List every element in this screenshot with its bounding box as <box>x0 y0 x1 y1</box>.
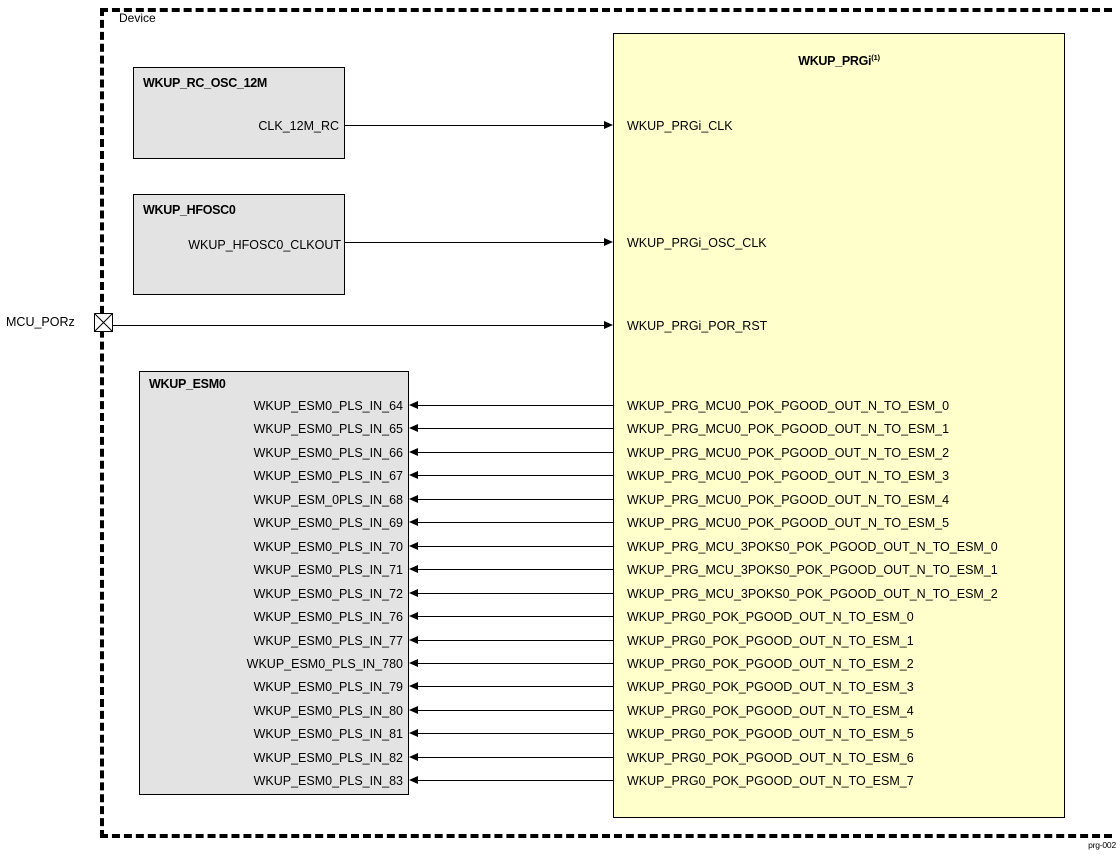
port-label-prgi-out-13: WKUP_PRG0_POK_PGOOD_OUT_N_TO_ESM_4 <box>627 703 914 718</box>
port-label-prgi-out-2: WKUP_PRG_MCU0_POK_PGOOD_OUT_N_TO_ESM_2 <box>627 445 950 460</box>
block-title-prgi-superscript: (1) <box>871 53 880 62</box>
wire-prgi-to-esm0-15 <box>418 757 613 758</box>
port-label-esm0-11: WKUP_ESM0_PLS_IN_780 <box>246 656 403 671</box>
block-wkup-rc-osc-12m: WKUP_RC_OSC_12M CLK_12M_RC <box>133 67 345 159</box>
wire-hfosc0-clkout <box>345 242 604 243</box>
port-label-prgi-clk: WKUP_PRGi_CLK <box>627 119 733 133</box>
arrowhead-esm0-in-15 <box>409 753 418 761</box>
port-label-prgi-out-4: WKUP_PRG_MCU0_POK_PGOOD_OUT_N_TO_ESM_4 <box>627 492 950 507</box>
wire-prgi-to-esm0-4 <box>418 499 613 500</box>
wire-mcu-porz <box>113 325 604 326</box>
arrowhead-esm0-in-8 <box>409 589 418 597</box>
port-label-esm0-4: WKUP_ESM_0PLS_IN_68 <box>253 492 403 507</box>
port-label-prgi-out-10: WKUP_PRG0_POK_PGOOD_OUT_N_TO_ESM_1 <box>627 633 914 648</box>
arrowhead-esm0-in-1 <box>409 424 418 432</box>
port-label-prgi-out-9: WKUP_PRG0_POK_PGOOD_OUT_N_TO_ESM_0 <box>627 610 914 625</box>
block-title-prgi-text: WKUP_PRGi <box>798 54 872 69</box>
arrowhead-esm0-in-7 <box>409 565 418 573</box>
port-label-prgi-out-16: WKUP_PRG0_POK_PGOOD_OUT_N_TO_ESM_7 <box>627 774 914 789</box>
arrowhead-esm0-in-10 <box>409 636 418 644</box>
figure-caption: prg-002 <box>1088 840 1116 850</box>
arrowhead-esm0-in-5 <box>409 518 418 526</box>
arrowhead-esm0-in-0 <box>409 401 418 409</box>
arrowhead-esm0-in-9 <box>409 612 418 620</box>
wire-prgi-to-esm0-11 <box>418 663 613 664</box>
port-label-prgi-out-11: WKUP_PRG0_POK_PGOOD_OUT_N_TO_ESM_2 <box>627 656 914 671</box>
arrowhead-esm0-in-2 <box>409 448 418 456</box>
block-title-rc-osc: WKUP_RC_OSC_12M <box>143 76 268 90</box>
wire-prgi-to-esm0-2 <box>418 452 613 453</box>
port-label-esm0-13: WKUP_ESM0_PLS_IN_80 <box>253 703 403 718</box>
wire-clk-12m-rc <box>345 125 604 126</box>
wire-prgi-to-esm0-13 <box>418 710 613 711</box>
port-label-clk-12m-rc: CLK_12M_RC <box>258 119 339 133</box>
port-label-esm0-6: WKUP_ESM0_PLS_IN_70 <box>253 539 403 554</box>
port-label-esm0-7: WKUP_ESM0_PLS_IN_71 <box>253 563 403 578</box>
wire-prgi-to-esm0-14 <box>418 733 613 734</box>
wire-prgi-to-esm0-5 <box>418 522 613 523</box>
port-label-prgi-por-rst: WKUP_PRGi_POR_RST <box>627 319 768 333</box>
port-label-prgi-out-6: WKUP_PRG_MCU_3POKS0_POK_PGOOD_OUT_N_TO_E… <box>627 539 998 554</box>
arrowhead-esm0-in-6 <box>409 542 418 550</box>
port-label-hfosc0-clkout: WKUP_HFOSC0_CLKOUT <box>188 238 341 252</box>
block-wkup-prgi: WKUP_PRGi(1) WKUP_PRGi_CLK WKUP_PRGi_OSC… <box>613 33 1065 818</box>
device-boundary <box>100 8 1112 838</box>
port-label-prgi-osc-clk: WKUP_PRGi_OSC_CLK <box>627 236 767 250</box>
port-label-prgi-out-1: WKUP_PRG_MCU0_POK_PGOOD_OUT_N_TO_ESM_1 <box>627 422 950 437</box>
port-label-esm0-5: WKUP_ESM0_PLS_IN_69 <box>253 516 403 531</box>
block-wkup-hfosc0: WKUP_HFOSC0 WKUP_HFOSC0_CLKOUT <box>133 194 345 295</box>
wire-prgi-to-esm0-1 <box>418 428 613 429</box>
port-label-prgi-out-14: WKUP_PRG0_POK_PGOOD_OUT_N_TO_ESM_5 <box>627 727 914 742</box>
arrowhead-esm0-in-12 <box>409 682 418 690</box>
port-label-esm0-1: WKUP_ESM0_PLS_IN_65 <box>253 422 403 437</box>
port-label-prgi-out-0: WKUP_PRG_MCU0_POK_PGOOD_OUT_N_TO_ESM_0 <box>627 399 950 413</box>
block-title-hfosc0: WKUP_HFOSC0 <box>143 203 236 217</box>
port-label-esm0-8: WKUP_ESM0_PLS_IN_72 <box>253 586 403 601</box>
wire-prgi-to-esm0-12 <box>418 686 613 687</box>
wire-prgi-to-esm0-16 <box>418 780 613 781</box>
port-label-esm0-12: WKUP_ESM0_PLS_IN_79 <box>253 680 403 695</box>
wire-prgi-to-esm0-3 <box>418 475 613 476</box>
port-label-esm0-2: WKUP_ESM0_PLS_IN_66 <box>253 445 403 460</box>
arrowhead-esm0-in-3 <box>409 471 418 479</box>
port-label-prgi-out-12: WKUP_PRG0_POK_PGOOD_OUT_N_TO_ESM_3 <box>627 680 914 695</box>
arrowhead-esm0-in-11 <box>409 659 418 667</box>
arrowhead-prgi-clk <box>604 121 613 129</box>
crossed-square-pad-icon <box>94 313 113 332</box>
port-label-prgi-out-8: WKUP_PRG_MCU_3POKS0_POK_PGOOD_OUT_N_TO_E… <box>627 586 998 601</box>
device-label: Device <box>119 11 156 25</box>
port-label-esm0-9: WKUP_ESM0_PLS_IN_76 <box>253 610 403 625</box>
port-label-prgi-out-5: WKUP_PRG_MCU0_POK_PGOOD_OUT_N_TO_ESM_5 <box>627 516 950 531</box>
port-label-prgi-out-3: WKUP_PRG_MCU0_POK_PGOOD_OUT_N_TO_ESM_3 <box>627 469 950 484</box>
wire-prgi-to-esm0-10 <box>418 640 613 641</box>
port-label-esm0-14: WKUP_ESM0_PLS_IN_81 <box>253 727 403 742</box>
port-label-esm0-0: WKUP_ESM0_PLS_IN_64 <box>253 399 403 413</box>
wire-prgi-to-esm0-6 <box>418 546 613 547</box>
port-label-esm0-10: WKUP_ESM0_PLS_IN_77 <box>253 633 403 648</box>
port-label-esm0-16: WKUP_ESM0_PLS_IN_83 <box>253 774 403 789</box>
arrowhead-esm0-in-4 <box>409 495 418 503</box>
arrowhead-esm0-in-13 <box>409 706 418 714</box>
block-title-esm0: WKUP_ESM0 <box>149 377 226 391</box>
arrowhead-prgi-osc-clk <box>604 238 613 246</box>
block-title-prgi: WKUP_PRGi(1) <box>614 53 1064 68</box>
port-label-prgi-out-7: WKUP_PRG_MCU_3POKS0_POK_PGOOD_OUT_N_TO_E… <box>627 563 998 578</box>
port-label-esm0-3: WKUP_ESM0_PLS_IN_67 <box>253 469 403 484</box>
wire-prgi-to-esm0-9 <box>418 616 613 617</box>
arrowhead-esm0-in-14 <box>409 729 418 737</box>
pad-label-mcu-porz: MCU_PORz <box>6 315 75 329</box>
wire-prgi-to-esm0-7 <box>418 569 613 570</box>
port-label-esm0-15: WKUP_ESM0_PLS_IN_82 <box>253 750 403 765</box>
arrowhead-esm0-in-16 <box>409 776 418 784</box>
arrowhead-prgi-por-rst <box>604 321 613 329</box>
wire-prgi-to-esm0-0 <box>418 405 613 406</box>
wire-prgi-to-esm0-8 <box>418 593 613 594</box>
port-label-prgi-out-15: WKUP_PRG0_POK_PGOOD_OUT_N_TO_ESM_6 <box>627 750 914 765</box>
